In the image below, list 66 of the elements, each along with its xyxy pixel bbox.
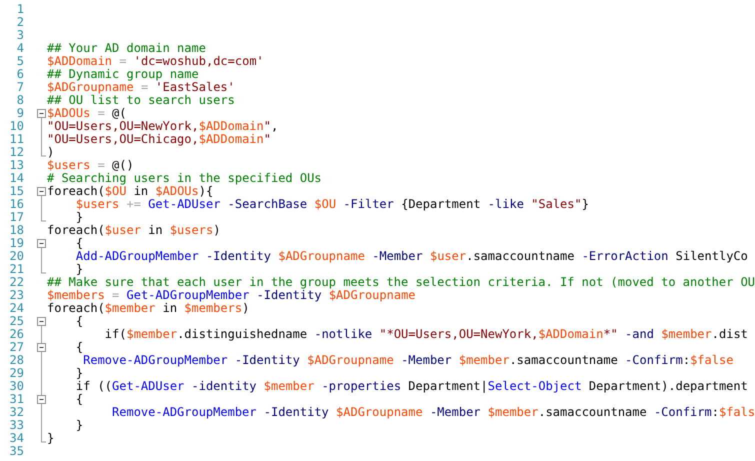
line-number: 27 bbox=[8, 341, 24, 354]
code-line: Add-ADGroupMember -Identity $ADGroupname -Member $user.samaccountname -ErrorAction SilentlyCo bbox=[76, 250, 748, 263]
code-line: { bbox=[76, 315, 84, 328]
line-number: 4 bbox=[16, 42, 24, 55]
code-line: if ((Get-ADUser -identity $member -properties Department|Select-Object Department).department bbox=[76, 380, 748, 393]
line-number: 9 bbox=[16, 107, 24, 120]
code-line: $ADGroupname = 'EastSales' bbox=[47, 81, 235, 94]
line-number: 20 bbox=[8, 250, 24, 263]
line-number: 31 bbox=[8, 393, 24, 406]
line-number: 22 bbox=[8, 276, 24, 289]
line-number: 2 bbox=[16, 16, 24, 29]
code-line: ## Dynamic group name bbox=[47, 68, 199, 81]
line-number: 10 bbox=[8, 120, 24, 133]
code-line: } bbox=[76, 211, 84, 224]
code-line: foreach($user in $users) bbox=[47, 224, 220, 237]
line-number: 12 bbox=[8, 146, 24, 159]
code-line: { bbox=[76, 393, 84, 406]
line-number: 34 bbox=[8, 432, 24, 445]
line-number: 25 bbox=[8, 315, 24, 328]
line-number: 29 bbox=[8, 367, 24, 380]
code-line: } bbox=[76, 419, 84, 432]
code-line: $members = Get-ADGroupMember -Identity $ADGroupname bbox=[47, 289, 416, 302]
code-line: Remove-ADGroupMember -Identity $ADGroupname -Member $member.samaccountname -Confirm:$fals bbox=[112, 406, 755, 419]
code-line: } bbox=[76, 367, 84, 380]
line-number: 15 bbox=[8, 185, 24, 198]
code-line: if($member.distinguishedname -notlike "*OU=Users,OU=NewYork,$ADDomain*" -and $member.dist bbox=[104, 328, 748, 341]
line-number: 8 bbox=[16, 94, 24, 107]
line-number: 3 bbox=[16, 29, 24, 42]
code-line: "OU=Users,OU=Chicago,$ADDomain" bbox=[47, 133, 271, 146]
line-number: 13 bbox=[8, 159, 24, 172]
code-line: # Searching users in the specified OUs bbox=[47, 172, 322, 185]
line-number: 1 bbox=[16, 3, 24, 16]
code-line: foreach($member in $members) bbox=[47, 302, 250, 315]
line-number: 28 bbox=[8, 354, 24, 367]
line-number: 5 bbox=[16, 55, 24, 68]
line-number: 7 bbox=[16, 81, 24, 94]
code-line: ## Your AD domain name bbox=[47, 42, 206, 55]
line-number: 33 bbox=[8, 419, 24, 432]
line-number: 24 bbox=[8, 302, 24, 315]
line-number: 32 bbox=[8, 406, 24, 419]
line-number: 21 bbox=[8, 263, 24, 276]
code-line: } bbox=[76, 263, 84, 276]
line-number: 19 bbox=[8, 237, 24, 250]
code-line: ) bbox=[47, 146, 54, 159]
code-line: Remove-ADGroupMember -Identity $ADGroupname -Member $member.samaccountname -Confirm:$false bbox=[83, 354, 734, 367]
line-number: 11 bbox=[8, 133, 24, 146]
line-number: 30 bbox=[8, 380, 24, 393]
code-line: { bbox=[76, 341, 84, 354]
code-line: ## Make sure that each user in the group meets the selection criteria. If not (moved to another OU bbox=[47, 276, 755, 289]
line-number: 23 bbox=[8, 289, 24, 302]
line-number: 6 bbox=[16, 68, 24, 81]
code-line: $ADDomain = 'dc=woshub,dc=com' bbox=[47, 55, 264, 68]
code-line: "OU=Users,OU=NewYork,$ADDomain", bbox=[47, 120, 278, 133]
line-number: 35 bbox=[8, 445, 24, 458]
line-number: 16 bbox=[8, 198, 24, 211]
code-line: ## OU list to search users bbox=[47, 94, 235, 107]
line-number: 17 bbox=[8, 211, 24, 224]
code-line: $users = @() bbox=[47, 159, 134, 172]
code-line: } bbox=[47, 432, 54, 445]
line-number: 18 bbox=[8, 224, 24, 237]
code-line: $ADOUs = @( bbox=[47, 107, 127, 120]
code-line: $users += Get-ADUser -SearchBase $OU -Filter {Department -like "Sales"} bbox=[76, 198, 589, 211]
line-number: 26 bbox=[8, 328, 24, 341]
code-line: { bbox=[76, 237, 84, 250]
line-number: 14 bbox=[8, 172, 24, 185]
code-line: foreach($OU in $ADOUs){ bbox=[47, 185, 214, 198]
